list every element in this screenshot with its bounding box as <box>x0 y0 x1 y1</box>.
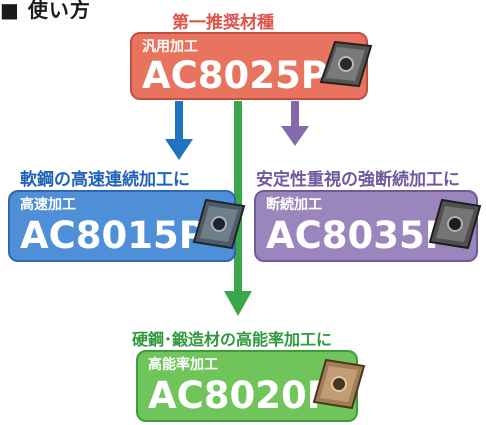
arrow-to-left <box>165 101 193 160</box>
right-box-grade: AC8035P <box>266 214 452 257</box>
arrow-to-bottom <box>224 101 252 316</box>
bottom-caption: 硬鋼･鍛造材の高能率加工に <box>132 330 333 349</box>
top-box-subtitle: 汎用加工 <box>142 39 198 55</box>
top-caption: 第一推奨材種 <box>172 13 274 33</box>
right-box-subtitle: 断続加工 <box>266 197 322 213</box>
top-insert-icon <box>319 40 373 88</box>
left-caption: 軟鋼の高速連続加工に <box>20 170 190 190</box>
section-title-cut: ■ 使い方 <box>0 0 91 22</box>
top-box-grade: AC8025P <box>142 54 328 97</box>
bottom-insert-icon <box>312 358 366 410</box>
bottom-box-subtitle: 高能率加工 <box>148 357 218 373</box>
top-grade-box: 汎用加工 AC8025P <box>130 32 368 100</box>
arrow-to-right <box>281 101 309 146</box>
right-caption: 安定性重視の強断続加工に <box>256 170 460 190</box>
left-box-grade: AC8015P <box>20 214 206 257</box>
left-box-subtitle: 高速加工 <box>20 197 76 213</box>
left-insert-icon <box>192 198 246 250</box>
right-insert-icon <box>428 198 482 250</box>
bottom-box-grade: AC8020P <box>148 374 334 417</box>
